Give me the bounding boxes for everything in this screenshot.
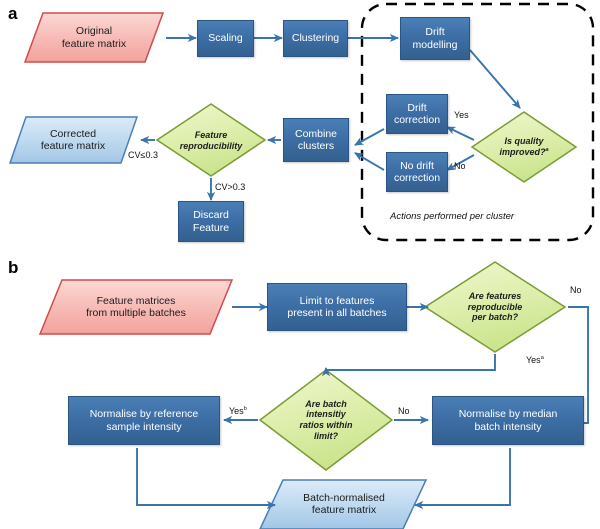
edge-label-quality-no: No (454, 161, 466, 171)
node-are-features-reproducible[interactable]: Are features reproducible per batch? (447, 281, 543, 333)
node-original-feature-matrix[interactable]: Original feature matrix (25, 13, 163, 62)
node-feature-reproducibility[interactable]: Feature reproducibility (167, 123, 255, 159)
arrow-median-to-batch-normalised (414, 448, 511, 510)
original-feature-matrix-line2: feature matrix (61, 37, 127, 50)
shape-original-feature-matrix (23, 12, 165, 63)
arrow-quality-yes-to-drift-correction (446, 126, 475, 141)
feature-matrices-line2: from multiple batches (86, 307, 186, 319)
corrected-feature-matrix-line2: feature matrix (40, 140, 106, 152)
node-are-batch-ratios-within-limit[interactable]: Are batch intensitiy ratios within limit… (278, 386, 374, 454)
combine-clusters-line2: clusters (297, 140, 335, 152)
node-batch-normalised-feature-matrix[interactable]: Batch-normalised feature matrix (262, 481, 426, 527)
node-normalise-by-median[interactable]: Normalise by median batch intensity (432, 396, 584, 445)
batch-ratios-line2: intensitiy (306, 409, 346, 420)
is-quality-improved-line2: improved? (499, 147, 546, 157)
node-is-quality-improved[interactable]: Is quality improved?a (480, 126, 568, 168)
node-clustering[interactable]: Clustering (283, 20, 348, 57)
batch-normalised-line2: feature matrix (311, 504, 377, 516)
node-no-drift-correction[interactable]: No drift correction (386, 152, 448, 192)
node-drift-modelling[interactable]: Drift modelling (400, 17, 470, 60)
arrow-reproducible-yes-to-batch-ratios (321, 354, 496, 377)
no-drift-correction-line1: No drift (400, 159, 434, 172)
edge-label-reproducible-yes: Yesa (526, 355, 544, 365)
shape-are-features-reproducible (423, 261, 567, 353)
node-feature-matrices[interactable]: Feature matrices from multiple batches (40, 281, 232, 333)
annotation-actions-per-cluster: Actions performed per cluster (390, 211, 515, 222)
edge-label-batch-ratios-yes: Yesb (229, 406, 247, 416)
node-drift-correction[interactable]: Drift correction (386, 94, 448, 134)
no-drift-correction-line2: correction (393, 172, 441, 184)
arrow-drift-modelling-to-quality (469, 49, 521, 109)
combine-clusters-line1: Combine (294, 127, 338, 140)
feature-matrices-line1: Feature matrices (96, 294, 176, 307)
node-combine-clusters[interactable]: Combine clusters (283, 118, 349, 162)
arrow-no-drift-correction-to-combine (354, 152, 385, 171)
scaling-label: Scaling (208, 32, 243, 45)
edge-label-reproducible-yes-sup: a (540, 355, 544, 361)
normalise-reference-line1: Normalise by reference (89, 408, 199, 421)
actions-per-cluster-region (360, 2, 595, 242)
normalise-median-line2: batch intensity (474, 420, 542, 433)
features-reproducible-line2: reproducible (467, 301, 523, 312)
is-quality-improved-superscript: a (545, 147, 549, 153)
edge-label-reproducible-yes-text: Yes (526, 355, 541, 365)
discard-feature-line2: Feature (192, 221, 230, 234)
corrected-feature-matrix-line1: Corrected (49, 127, 97, 140)
clustering-label: Clustering (291, 32, 340, 45)
edge-label-reproducible-no: No (570, 285, 582, 295)
shape-are-batch-ratios-within-limit (258, 369, 394, 471)
batch-ratios-line1: Are batch (305, 398, 347, 409)
arrow-reference-to-batch-normalised (136, 448, 276, 510)
node-limit-to-features[interactable]: Limit to features present in all batches (267, 283, 407, 331)
limit-features-line2: present in all batches (287, 307, 387, 319)
features-reproducible-line3: per batch? (471, 312, 518, 323)
drift-correction-line1: Drift (407, 101, 427, 114)
drift-correction-line2: correction (393, 114, 441, 126)
shape-is-quality-improved (470, 111, 578, 183)
normalise-reference-line2: sample intensity (106, 420, 182, 433)
limit-features-line1: Limit to features (299, 294, 375, 307)
panel-letter-b: b (8, 258, 19, 277)
shape-feature-matrices-input (38, 279, 234, 335)
arrow-drift-correction-to-combine (354, 128, 385, 146)
feature-reproducibility-line1: Feature (194, 130, 228, 141)
edge-label-batch-ratios-yes-sup: b (243, 406, 247, 412)
node-discard-feature[interactable]: Discard Feature (178, 201, 244, 242)
batch-normalised-line1: Batch-normalised (303, 491, 385, 504)
features-reproducible-line1: Are features (468, 291, 522, 302)
edge-label-batch-ratios-no: No (398, 406, 410, 416)
edge-label-quality-yes: Yes (454, 110, 469, 120)
shape-corrected-feature-matrix (8, 116, 139, 164)
edge-label-cv-gt: CV>0.3 (215, 182, 246, 192)
node-corrected-feature-matrix[interactable]: Corrected feature matrix (14, 117, 132, 163)
panel-letter-a: a (8, 4, 18, 23)
arrow-quality-no-to-no-drift-correction (446, 154, 475, 171)
batch-ratios-line3: ratios within (299, 420, 353, 430)
node-scaling[interactable]: Scaling (197, 20, 254, 57)
drift-modelling-line1: Drift (425, 26, 445, 39)
shape-feature-reproducibility (155, 103, 267, 177)
shape-batch-normalised-matrix (259, 479, 428, 529)
batch-ratios-line4: limit? (314, 430, 338, 441)
discard-feature-line1: Discard (193, 209, 229, 222)
normalise-median-line1: Normalise by median (458, 408, 558, 421)
node-normalise-by-reference[interactable]: Normalise by reference sample intensity (68, 396, 220, 445)
is-quality-improved-line1: Is quality (504, 136, 544, 147)
edge-label-cv-le: CV≤0.3 (128, 150, 158, 160)
drift-modelling-line2: modelling (412, 38, 458, 51)
edge-label-batch-ratios-yes-text: Yes (229, 406, 244, 416)
original-feature-matrix-line1: Original (75, 25, 113, 38)
feature-reproducibility-line2: reproducibility (179, 141, 243, 151)
